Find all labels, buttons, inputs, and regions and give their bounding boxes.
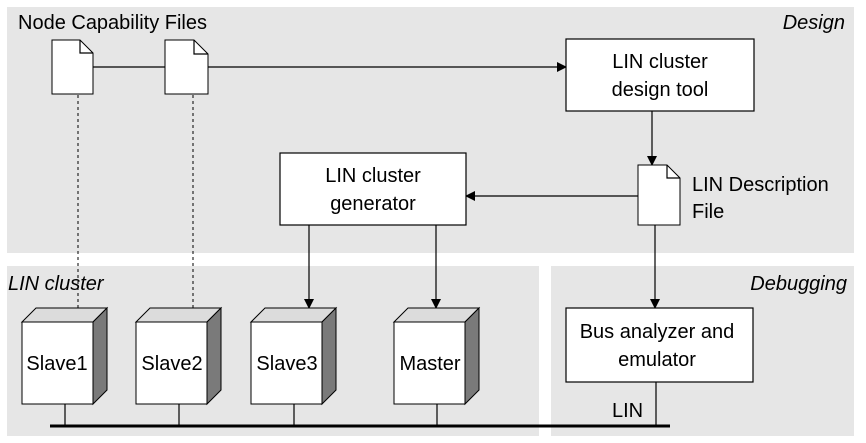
design-label: Design <box>783 12 845 34</box>
document-icon <box>51 39 94 95</box>
generator-line1: LIN cluster <box>325 165 421 187</box>
slave3-label: Slave3 <box>256 353 317 375</box>
design-tool-box <box>565 38 755 112</box>
slave1-label: Slave1 <box>26 353 87 375</box>
design-tool-line1: LIN cluster <box>612 51 708 73</box>
analyzer-line2: emulator <box>618 349 696 371</box>
master-label: Master <box>399 353 460 375</box>
document-icon <box>164 39 209 95</box>
design-tool-line2: design tool <box>612 79 709 101</box>
bus-label: LIN <box>612 400 643 422</box>
slave2-label: Slave2 <box>141 353 202 375</box>
lin-cluster-label: LIN cluster <box>8 273 105 295</box>
slave3-node: Slave3 <box>249 306 338 406</box>
debugging-label: Debugging <box>750 273 847 295</box>
document-icon <box>637 164 681 226</box>
description-file-line2: File <box>692 201 724 223</box>
master-node: Master <box>392 306 481 406</box>
analyzer-box <box>565 307 754 383</box>
slave1-node: Slave1 <box>20 306 109 406</box>
slave2-node: Slave2 <box>134 306 223 406</box>
analyzer-line1: Bus analyzer and <box>580 321 735 343</box>
generator-box <box>279 152 467 226</box>
description-file-line1: LIN Description <box>692 174 829 196</box>
node-capability-files-label: Node Capability Files <box>18 12 207 34</box>
generator-line2: generator <box>330 193 416 215</box>
